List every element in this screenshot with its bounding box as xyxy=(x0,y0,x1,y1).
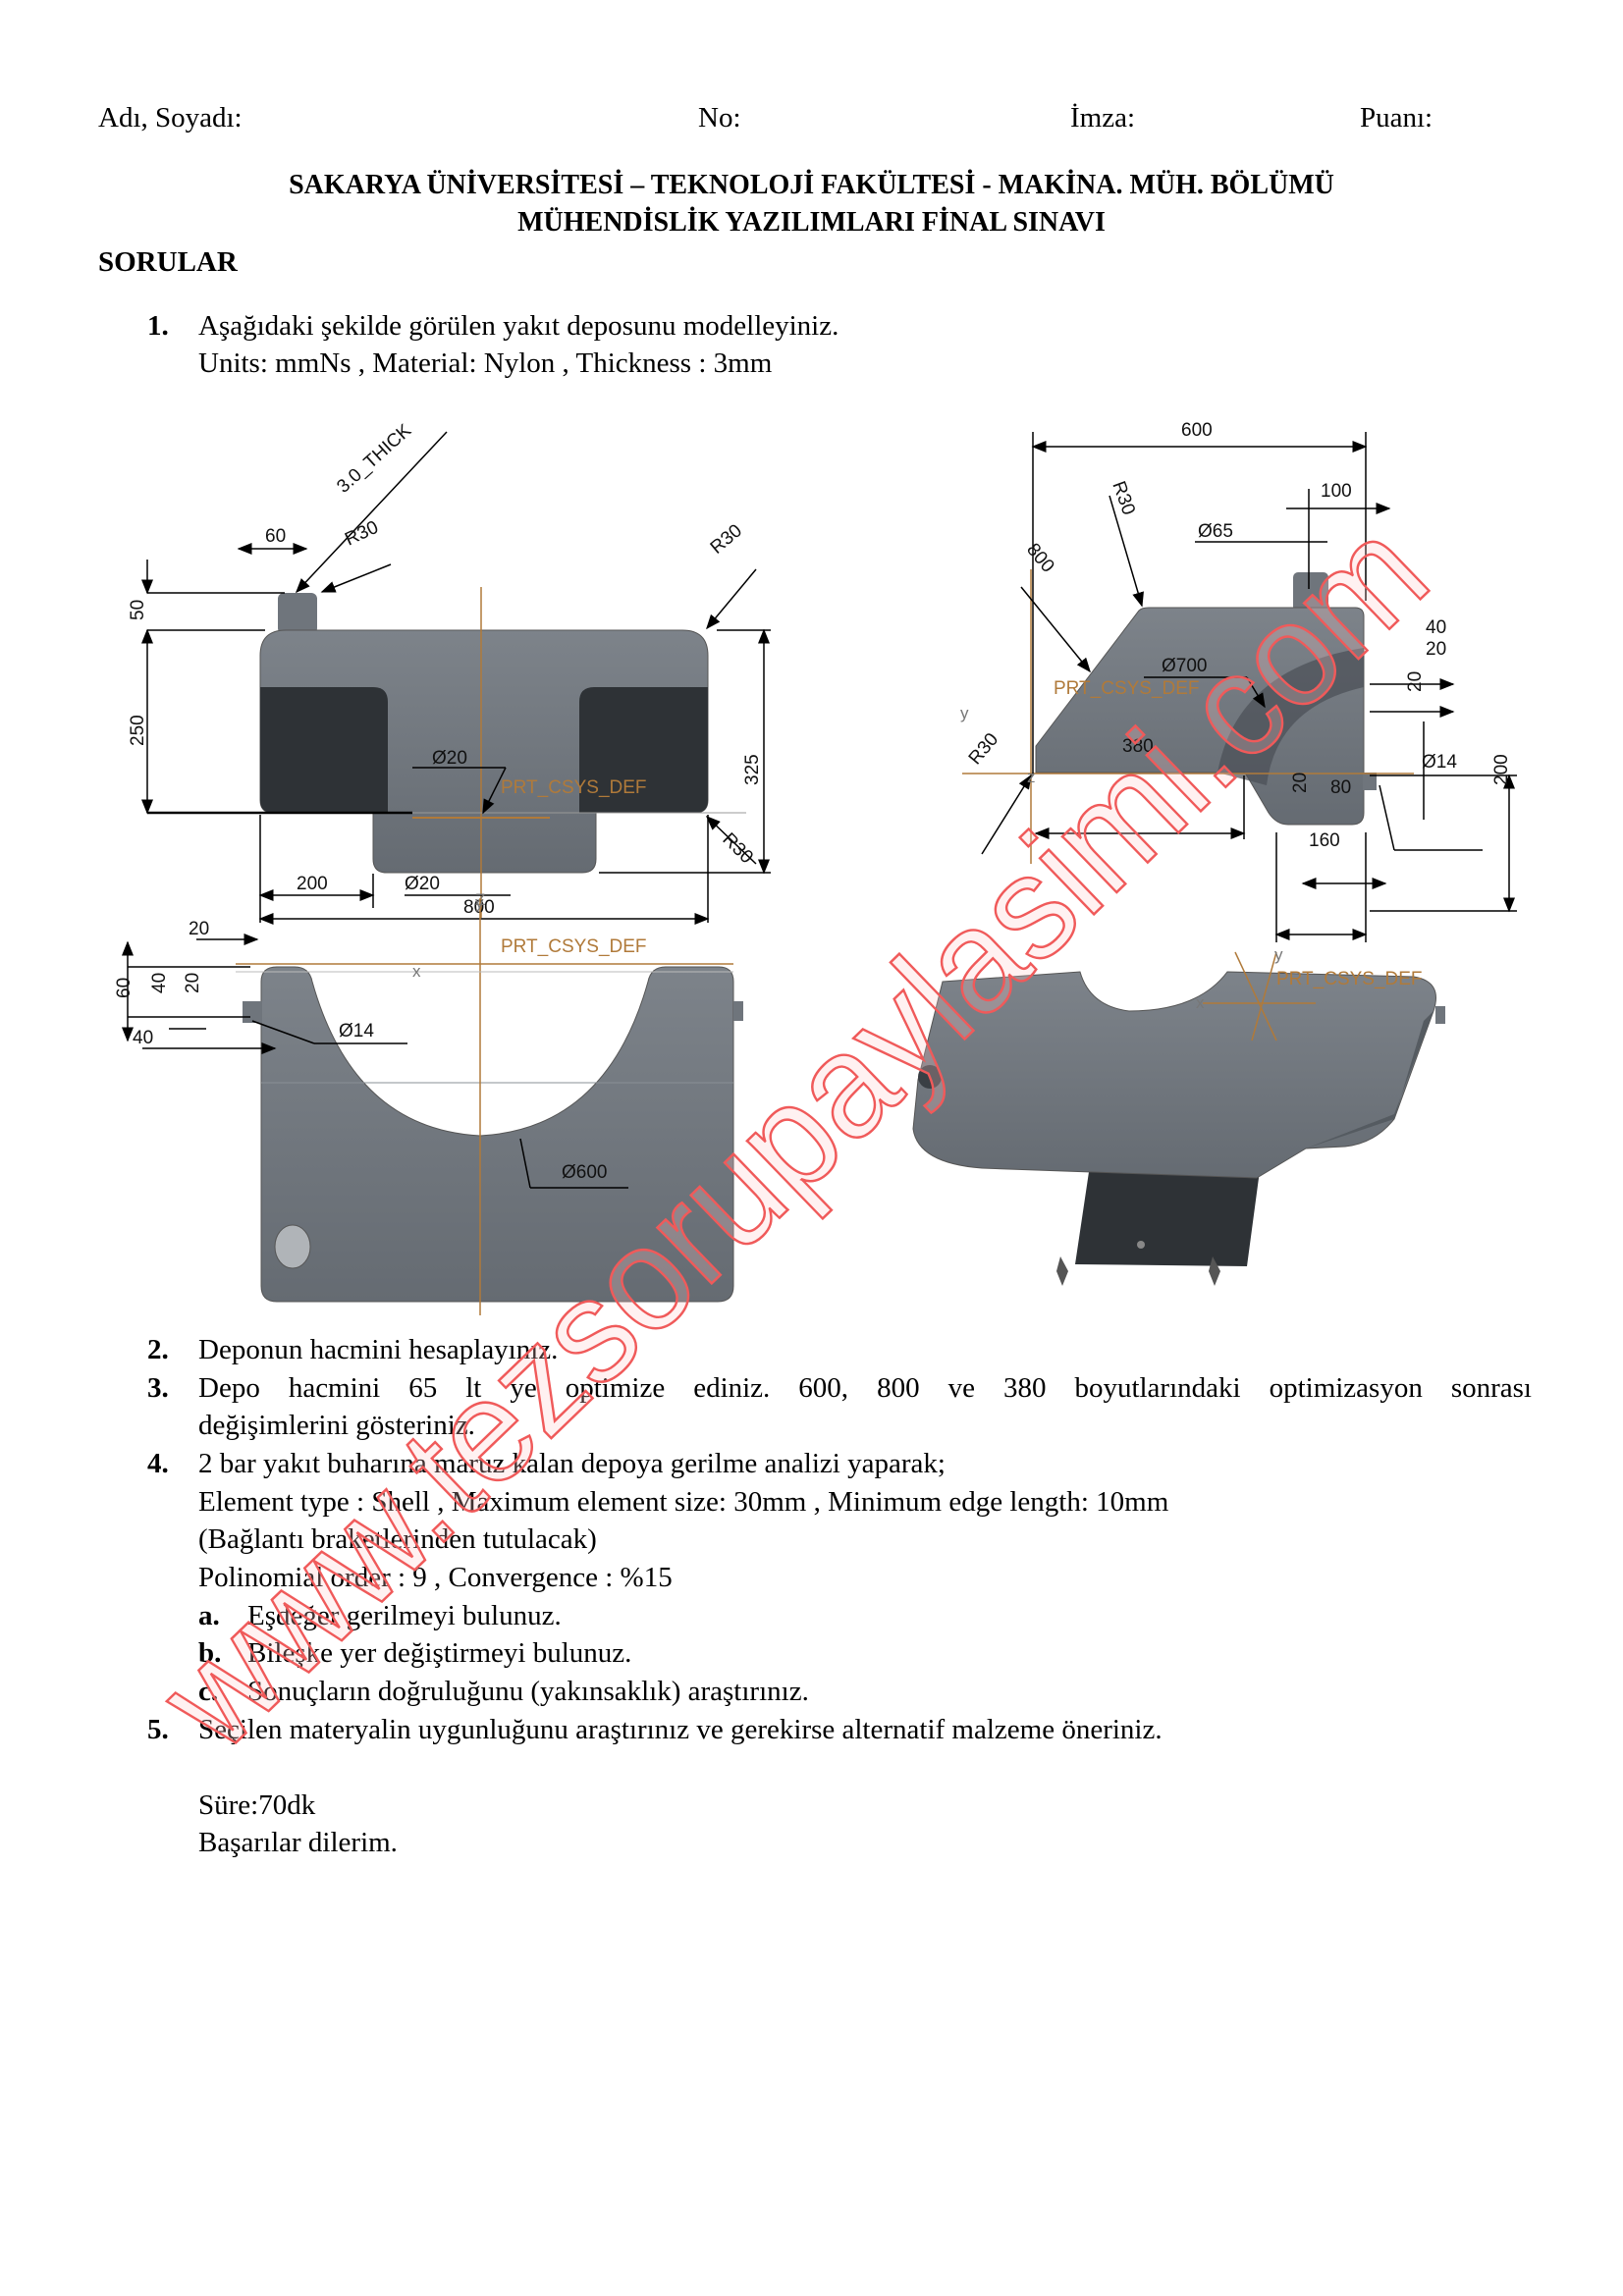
filler-neck xyxy=(278,593,317,634)
csys-label: PRT_CSYS_DEF xyxy=(501,777,647,798)
dim-20-vertical: 20 xyxy=(183,973,203,993)
question-number: 3. xyxy=(147,1372,169,1404)
dim-600: 600 xyxy=(1181,420,1213,441)
dim-dia20-drain: Ø20 xyxy=(405,874,440,894)
dim-60: 60 xyxy=(265,526,286,547)
question-text: değişimlerini gösteriniz. xyxy=(198,1410,475,1441)
front-view-drawing: 60 3.0_THICK R30 50 250 Ø20 PRT_CSYS_DEF… xyxy=(128,420,771,925)
dim-60: 60 xyxy=(114,978,135,998)
subquestion-text: Sonuçların doğruluğunu (yakınsaklık) ara… xyxy=(247,1676,809,1707)
question-text: Element type : Shell , Maximum element s… xyxy=(198,1486,1169,1518)
dim-20-top: 20 xyxy=(189,919,209,939)
dim-325: 325 xyxy=(742,754,763,785)
question-text: Deponun hacmini hesaplayınız. xyxy=(198,1334,559,1365)
csys-label: PRT_CSYS_DEF xyxy=(1276,969,1423,989)
csys-label: PRT_CSYS_DEF xyxy=(1054,678,1200,699)
dim-dia700: Ø700 xyxy=(1162,656,1207,676)
tank-body xyxy=(1035,607,1365,826)
dim-r30-bottom: R30 xyxy=(718,829,756,868)
question-text: (Bağlantı braketlerinden tutulacak) xyxy=(198,1523,597,1555)
score-label: Puanı: xyxy=(1360,102,1434,133)
subquestion-letter: c. xyxy=(198,1676,219,1707)
dim-80: 80 xyxy=(1330,777,1351,798)
question-text: Polinomial order : 9 , Convergence : %15 xyxy=(198,1562,673,1593)
question-number: 1. xyxy=(147,310,169,342)
closing-wish: Başarılar dilerim. xyxy=(198,1827,398,1858)
dim-20-upper: 20 xyxy=(1426,639,1446,660)
dim-380: 380 xyxy=(1122,736,1154,757)
question-number: 2. xyxy=(147,1334,169,1365)
dim-20-vertical: 20 xyxy=(1405,671,1426,692)
exam-duration: Süre:70dk xyxy=(198,1789,316,1821)
dim-dia14: Ø14 xyxy=(339,1021,374,1041)
dim-160: 160 xyxy=(1309,830,1340,851)
question-number: 4. xyxy=(147,1448,169,1479)
name-label: Adı, Soyadı: xyxy=(98,102,243,133)
question-text: Depo hacmini 65 lt ye optimize ediniz. 6… xyxy=(198,1372,1532,1404)
dim-thickness: 3.0_THICK xyxy=(333,420,415,498)
dim-r30-bottom: R30 xyxy=(965,729,1002,769)
axis-x-label: x xyxy=(1196,993,1205,1012)
dim-200: 200 xyxy=(297,874,328,894)
axis-y-label: y xyxy=(475,893,484,912)
dim-dia65: Ø65 xyxy=(1198,521,1233,542)
cutout-left xyxy=(260,687,388,813)
exam-title-line1: SAKARYA ÜNİVERSİTESİ – TEKNOLOJİ FAKÜLTE… xyxy=(289,170,1334,200)
tank-body xyxy=(260,966,734,1303)
side-view-drawing: 600 100 Ø65 R30 800 Ø700 40 20 20 PRT_CS… xyxy=(960,420,1517,942)
csys-label: PRT_CSYS_DEF xyxy=(501,936,647,957)
subquestion-text: Bileşke yer değiştirmeyi bulunuz. xyxy=(247,1637,632,1669)
axis-y-label: y xyxy=(960,704,969,722)
number-label: No: xyxy=(698,102,741,133)
signature-label: İmza: xyxy=(1070,102,1136,133)
dim-dia14: Ø14 xyxy=(1422,752,1457,773)
cutout-right xyxy=(579,687,708,813)
dim-200: 200 xyxy=(1491,754,1512,785)
dim-40-horizontal: 40 xyxy=(133,1028,153,1048)
exam-title-line2: MÜHENDİSLİK YAZILIMLARI FİNAL SINAVI xyxy=(517,207,1106,238)
dim-r30-corner: R30 xyxy=(707,520,746,558)
dim-250: 250 xyxy=(128,715,148,746)
subquestion-letter: a. xyxy=(198,1600,220,1631)
question-text: 2 bar yakıt buharına maruz kalan depoya … xyxy=(198,1448,946,1479)
question-text: Units: mmNs , Material: Nylon , Thicknes… xyxy=(198,347,773,379)
section-heading: SORULAR xyxy=(98,246,238,278)
isometric-view-drawing: PRT_CSYS_DEF x y xyxy=(912,945,1445,1286)
question-text: Aşağıdaki şekilde görülen yakıt deposunu… xyxy=(198,310,839,342)
dim-50: 50 xyxy=(128,600,148,620)
dim-40: 40 xyxy=(1426,617,1446,638)
question-number: 5. xyxy=(147,1714,169,1745)
dim-800: 800 xyxy=(463,897,495,918)
drain-boss xyxy=(274,1224,311,1269)
dim-20-bottom: 20 xyxy=(1290,773,1311,793)
tank-upper-body xyxy=(912,971,1436,1179)
axis-x-label: x xyxy=(412,962,421,981)
question-text: Seçilen materyalin uygunluğunu araştırın… xyxy=(198,1714,1163,1745)
axis-z-label: z xyxy=(1027,768,1036,786)
dim-40-vertical: 40 xyxy=(149,973,170,993)
top-view-drawing: 20 60 40 20 40 Ø14 PRT_CSYS_DEF y x Ø600 xyxy=(114,893,743,1315)
axis-y-label: y xyxy=(1274,945,1283,964)
dim-dia600: Ø600 xyxy=(562,1162,607,1183)
dim-r30-neck: R30 xyxy=(342,517,381,551)
dim-800: 800 xyxy=(1022,540,1057,577)
filler-neck xyxy=(1293,572,1328,612)
subquestion-text: Eşdeğer gerilmeyi bulunuz. xyxy=(247,1600,562,1631)
dim-100: 100 xyxy=(1321,481,1352,502)
dim-dia20-center: Ø20 xyxy=(432,748,467,769)
dim-r30-top: R30 xyxy=(1108,479,1139,518)
subquestion-letter: b. xyxy=(198,1637,222,1669)
